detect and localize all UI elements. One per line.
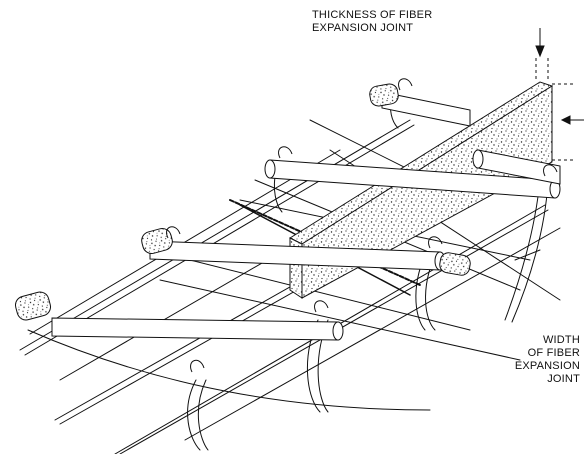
dowel-bar-5 xyxy=(472,149,561,185)
width-dimension xyxy=(552,83,584,161)
width-label-line-4: JOINT xyxy=(547,373,580,385)
dowel-clips xyxy=(166,78,558,373)
dowel-bar-3 xyxy=(264,159,561,199)
thickness-label-line-1: THICKNESS OF FIBER xyxy=(312,9,433,21)
thickness-dimension xyxy=(535,28,549,80)
dowel-bars xyxy=(14,83,561,341)
dowel-bar-4 xyxy=(369,83,471,127)
dowel-bar-2 xyxy=(141,228,471,276)
width-label-line-3: EXPANSION xyxy=(514,360,580,372)
width-label-line-1: WIDTH xyxy=(542,334,580,346)
dowel-bar-1 xyxy=(14,291,344,341)
thickness-label: THICKNESS OF FIBER EXPANSION JOINT xyxy=(312,9,432,35)
width-label-line-2: OF FIBER xyxy=(527,347,580,359)
width-label: WIDTH OF FIBER EXPANSION JOINT xyxy=(515,334,580,386)
thickness-label-line-2: EXPANSION JOINT xyxy=(312,22,414,34)
